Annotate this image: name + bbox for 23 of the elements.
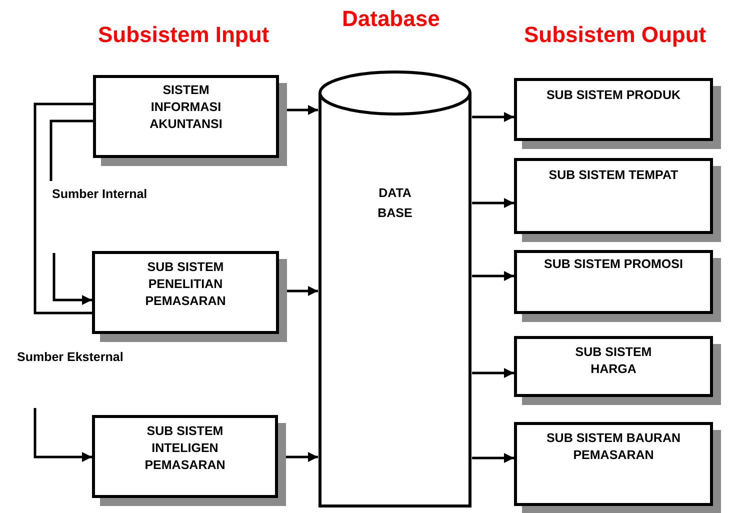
connector-line — [34, 102, 93, 314]
arrow — [34, 408, 92, 462]
arrow — [52, 253, 92, 305]
box-label: SUB SISTEM PENELITIAN PEMASARAN — [144, 259, 227, 310]
box-label: SUB SISTEM HARGA — [574, 344, 653, 378]
box-label: SUB SISTEM TEMPAT — [548, 167, 678, 184]
box-label: SUB SISTEM INTELIGEN PEMASARAN — [144, 423, 226, 474]
arrow — [472, 453, 514, 463]
source-label: Sumber Eksternal — [17, 350, 124, 364]
section-heading: Database — [342, 6, 440, 32]
connector-line — [50, 120, 93, 181]
arrow — [472, 271, 514, 281]
box-label: SUB SISTEM PROMOSI — [544, 256, 683, 273]
box-label: SUB SISTEM BAURAN PEMASARAN — [545, 430, 682, 464]
arrow — [472, 198, 514, 208]
arrow — [472, 368, 514, 378]
section-heading: Subsistem Ouput — [524, 22, 706, 48]
section-heading: Subsistem Input — [98, 22, 270, 48]
box-label: SISTEM INFORMASI AKUNTANSI — [148, 82, 224, 133]
arrow — [472, 112, 514, 122]
box-label: SUB SISTEM PRODUK — [546, 87, 681, 104]
source-label: Sumber Internal — [52, 187, 148, 201]
cylinder-label: DATA BASE — [376, 185, 414, 222]
